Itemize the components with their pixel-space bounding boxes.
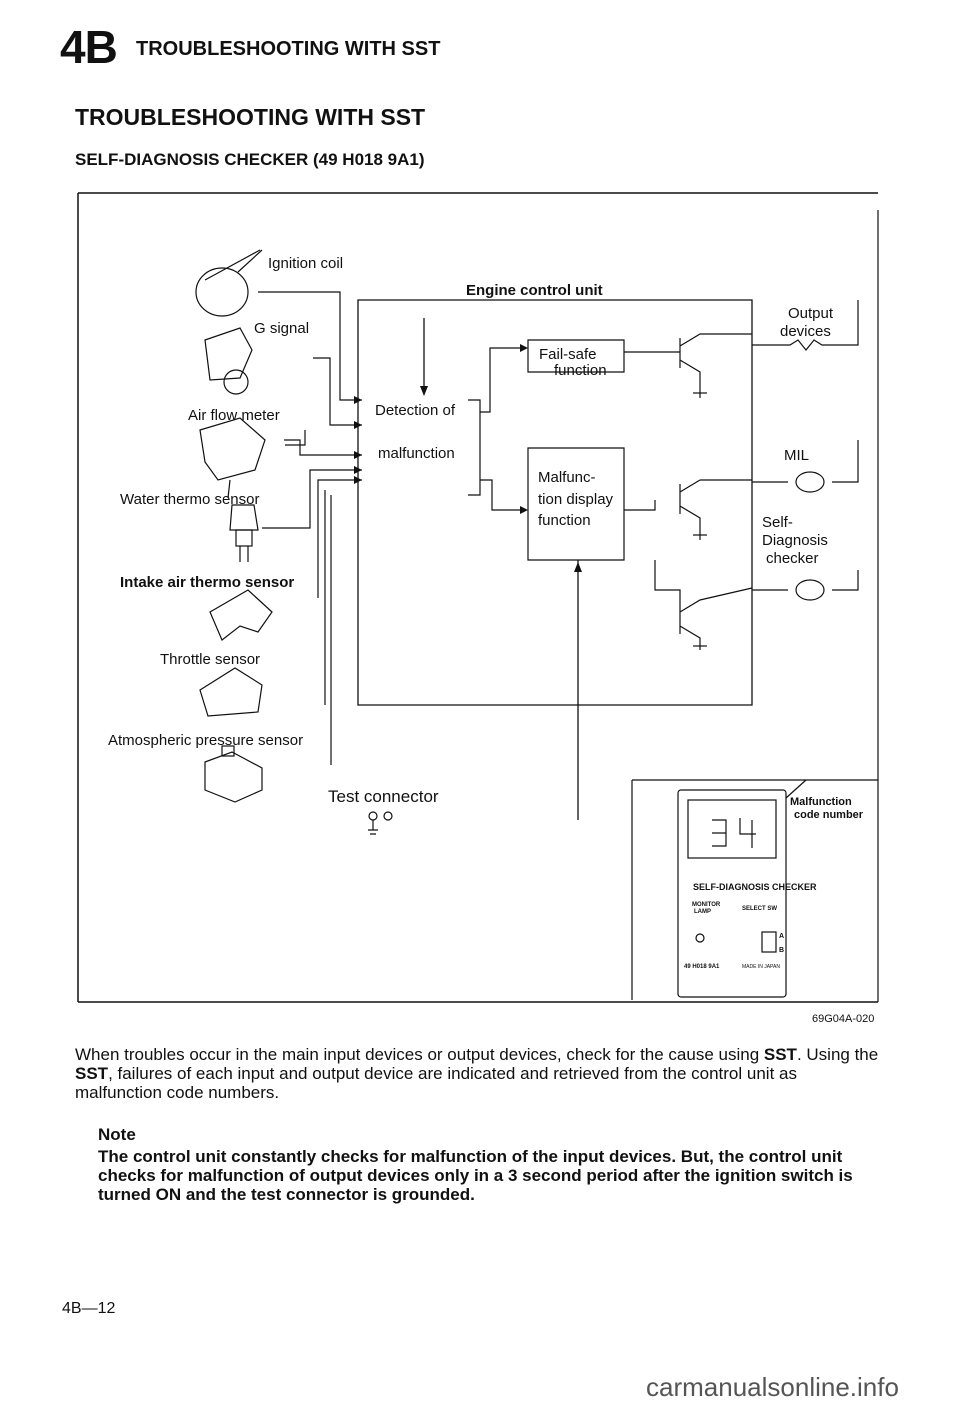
sst-emphasis-2: SST [75,1064,109,1083]
throttle-label: Throttle sensor [160,651,260,668]
failsafe-box [527,339,625,373]
g-signal-label: G signal [254,320,309,337]
monitor-label-2: LAMP [694,909,711,915]
self-diag-label-3: checker [766,550,819,567]
monitor-label-1: MONITOR [692,902,721,908]
checker-display [687,799,777,859]
atmospheric-pressure-sensor-icon [204,745,263,803]
sst-emphasis-1: SST [763,1045,797,1064]
input-wiring [258,291,362,765]
output-wiring [752,300,859,601]
output-label-2: devices [780,323,831,340]
page-subtitle: SELF-DIAGNOSIS CHECKER (49 H018 9A1) [75,150,425,169]
crank-angle-sensor-icon [204,327,253,395]
note-heading: Note [98,1125,136,1144]
detection-label-2: malfunction [378,445,455,462]
test-connector-label: Test connector [328,787,439,806]
intake-air-label: Intake air thermo sensor [120,574,294,591]
mil-lamp-icon [795,471,825,493]
callout-label-2: code number [794,809,864,821]
display-box [527,447,625,561]
air-flow-meter-label: Air flow meter [188,407,280,424]
page-title: TROUBLESHOOTING WITH SST [75,104,426,130]
checker-label: SELF-DIAGNOSIS CHECKER [693,882,817,892]
ecu-title: Engine control unit [466,282,603,299]
water-thermo-sensor-icon [229,504,259,562]
section-title: TROUBLESHOOTING WITH SST [136,38,441,60]
switch-b-label: B [779,947,784,954]
callout-label-1: Malfunction [790,796,852,808]
ignition-coil-label: Ignition coil [268,255,343,272]
failsafe-label-1: Fail-safe [539,346,597,363]
display-label-3: function [538,512,591,529]
note-text: The control unit constantly checks for m… [98,1147,853,1204]
water-thermo-label: Water thermo sensor [120,491,260,508]
air-flow-meter-icon [199,417,266,499]
page-number: 4B—12 [62,1300,116,1317]
part-number-label: 49 H018 9A1 [684,964,720,970]
output-label-1: Output [788,305,834,322]
display-label-1: Malfunc- [538,469,596,486]
throttle-sensor-icon [199,667,263,717]
system-diagram: Ignition coil G signal Air flow meter Wa… [77,192,879,1025]
switch-a-label: A [779,933,784,940]
watermark: carmanualsonline.info [646,1372,899,1402]
select-switch [761,931,777,953]
checker-lamp-icon [795,579,825,601]
self-diag-label-1: Self- [762,514,793,531]
section-number: 4B [60,21,118,73]
mil-label: MIL [784,447,809,464]
select-label: SELECT SW [742,906,777,912]
ecu-block [357,299,753,706]
body-paragraph: When troubles occur in the main input de… [75,1045,879,1102]
checker-inset [631,779,878,1000]
self-diag-label-2: Diagnosis [762,532,828,549]
monitor-lamp [695,933,705,943]
detection-label-1: Detection of [375,402,456,419]
test-connector-icon [368,811,393,835]
made-in-label: MADE IN JAPAN [742,964,780,970]
figure-code: 69G04A-020 [812,1013,874,1025]
display-label-2: tion display [538,491,614,508]
checker-body [677,789,787,998]
failsafe-label-2: function [554,362,607,379]
output-transistors [654,333,753,650]
ignition-coil-icon [195,249,263,317]
atmospheric-label: Atmospheric pressure sensor [108,732,303,749]
intake-air-thermo-sensor-icon [209,589,273,641]
